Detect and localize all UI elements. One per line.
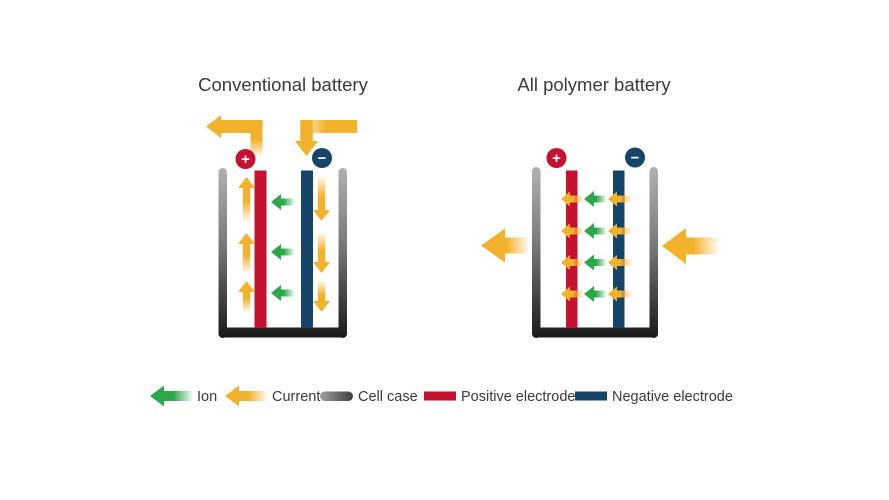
ion-arrow-icon bbox=[150, 385, 192, 407]
cell-case-right-wall bbox=[649, 167, 658, 338]
current-out-arrow bbox=[206, 115, 263, 138]
current-in-arrow bbox=[295, 120, 318, 156]
conventional-battery-title: Conventional battery bbox=[198, 74, 368, 95]
negative-electrode bbox=[301, 170, 313, 328]
cell-case-left-wall bbox=[532, 167, 541, 338]
legend-label-current: Current bbox=[272, 389, 320, 405]
ion-arrow bbox=[271, 244, 294, 260]
legend-label-positive-electrode: Positive electrode bbox=[461, 389, 575, 405]
negative-electrode bbox=[613, 170, 625, 328]
negative-terminal: − bbox=[625, 147, 645, 168]
current-arrow-on-positive bbox=[561, 286, 583, 302]
current-down-arrow bbox=[313, 233, 330, 273]
legend-label-cell-case: Cell case bbox=[358, 389, 418, 405]
negative-electrode-icon bbox=[575, 391, 607, 401]
current-up-arrow bbox=[238, 233, 255, 273]
current-in-arrow-tail bbox=[300, 120, 358, 133]
minus-icon: − bbox=[631, 150, 640, 167]
ion-arrow bbox=[584, 223, 606, 239]
positive-electrode bbox=[254, 170, 267, 328]
cell-case-bottom bbox=[218, 327, 347, 338]
cell-case bbox=[532, 167, 658, 338]
current-out-arrow bbox=[481, 228, 528, 263]
positive-electrode bbox=[566, 170, 578, 328]
legend-label-negative-electrode: Negative electrode bbox=[612, 389, 733, 405]
current-down-arrow bbox=[313, 281, 330, 312]
current-arrow-on-positive bbox=[561, 191, 583, 207]
plus-icon: + bbox=[552, 150, 561, 167]
positive-terminal: + bbox=[546, 148, 567, 168]
cell-case-bottom bbox=[532, 327, 658, 338]
cell-case-left-wall bbox=[218, 168, 227, 338]
current-arrow-on-positive bbox=[561, 255, 583, 270]
legend: Ion Current Cell case Positive electrode… bbox=[150, 385, 733, 407]
current-arrow-on-negative bbox=[608, 191, 631, 207]
ion-arrow bbox=[584, 191, 606, 207]
ion-arrow bbox=[271, 285, 294, 301]
cell-case bbox=[218, 168, 347, 338]
cell-case-icon bbox=[320, 391, 353, 401]
plus-icon: + bbox=[241, 151, 250, 168]
ion-arrow bbox=[584, 254, 606, 271]
positive-electrode-icon bbox=[424, 391, 456, 401]
ion-arrow bbox=[584, 286, 606, 302]
current-arrow-on-negative bbox=[608, 286, 631, 302]
current-arrow-on-negative bbox=[608, 255, 631, 270]
positive-terminal: + bbox=[235, 149, 256, 169]
positive-terminal-circle bbox=[546, 148, 567, 168]
current-arrow-on-negative bbox=[608, 223, 631, 239]
ion-arrow bbox=[271, 194, 294, 210]
current-down-arrow bbox=[313, 177, 330, 221]
positive-terminal-circle bbox=[235, 149, 256, 169]
negative-terminal: − bbox=[312, 148, 332, 168]
current-arrow-icon bbox=[225, 385, 267, 407]
all-polymer-battery: All polymer battery + bbox=[481, 74, 718, 338]
current-arrow-on-positive bbox=[561, 223, 583, 239]
conventional-battery: Conventional battery + bbox=[198, 74, 369, 338]
negative-terminal-circle bbox=[312, 148, 332, 168]
all-polymer-battery-title: All polymer battery bbox=[517, 74, 671, 95]
current-up-arrow bbox=[238, 281, 255, 312]
cell-case-right-wall bbox=[338, 168, 347, 338]
current-up-arrow bbox=[238, 177, 255, 221]
legend-label-ion: Ion bbox=[197, 389, 217, 405]
minus-icon: − bbox=[318, 150, 327, 167]
negative-terminal-circle bbox=[625, 147, 645, 168]
current-in-arrow bbox=[662, 228, 718, 264]
